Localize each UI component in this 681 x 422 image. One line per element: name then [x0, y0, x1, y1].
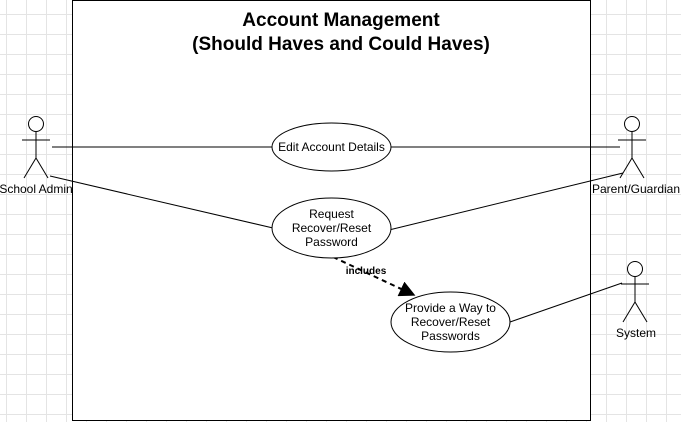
usecase-request-line1: Request	[309, 207, 354, 221]
actor-parent-guardian-label: Parent/Guardian	[592, 182, 680, 196]
usecase-request-line3: Password	[305, 235, 358, 249]
assoc-request-parent[interactable]	[388, 172, 624, 231]
actor-parent-guardian[interactable]: Parent/Guardian	[592, 116, 680, 197]
diagram-title-line2: (Should Haves and Could Haves)	[192, 34, 490, 55]
assoc-admin-request[interactable]	[49, 175, 274, 229]
stick-figure-icon	[618, 116, 646, 179]
usecase-provide-recovery-way[interactable]: Provide a Way to Recover/Reset Passwords	[390, 291, 511, 353]
assoc-provide-system[interactable]	[509, 282, 623, 323]
stick-figure-icon	[22, 116, 50, 179]
usecase-edit-account-label: Edit Account Details	[278, 140, 385, 154]
usecase-request-line2: Recover/Reset	[292, 221, 372, 235]
usecase-edit-account-details[interactable]: Edit Account Details	[271, 122, 392, 172]
actor-school-admin[interactable]: School Admin	[0, 116, 73, 197]
usecase-provide-line1: Provide a Way to	[405, 301, 496, 315]
actor-system-label: System	[616, 326, 656, 340]
usecase-provide-line2: Recover/Reset	[411, 315, 491, 329]
actor-system[interactable]: System	[616, 261, 656, 341]
stick-figure-icon	[621, 261, 649, 323]
usecase-request-reset-password[interactable]: Request Recover/Reset Password	[271, 197, 392, 259]
include-arrow[interactable]	[332, 256, 416, 297]
actor-school-admin-label: School Admin	[0, 182, 73, 196]
diagram-title-line1: Account Management	[242, 10, 440, 31]
usecase-provide-line3: Passwords	[421, 329, 480, 343]
include-label: includes	[346, 266, 387, 277]
